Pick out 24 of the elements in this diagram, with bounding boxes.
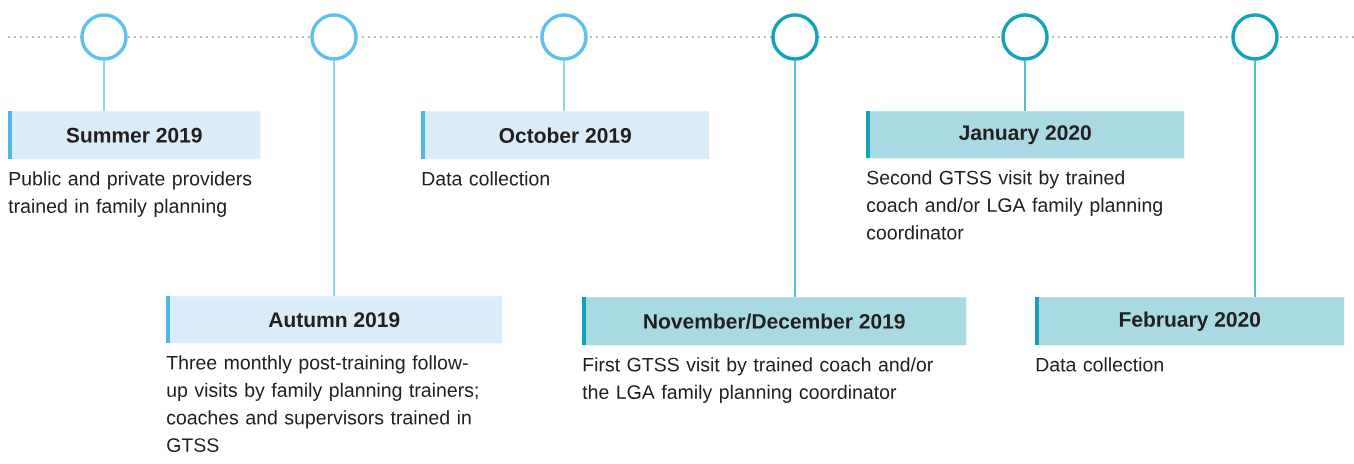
- date-box: November/December 2019: [582, 297, 967, 346]
- date-box: January 2020: [866, 111, 1185, 159]
- description-text: Second GTSS visit by trained coach and/or LGA family planning coordinator: [867, 170, 1162, 240]
- date-box: October 2019: [421, 111, 710, 160]
- date-box: Autumn 2019: [166, 296, 503, 344]
- description-text: First GTSS visit by trained coach and/or the LGA family planning coordinator: [582, 357, 933, 403]
- description-text: Three monthly post-training follow-up visits by family planning trainers; coaches and supervisors trained in GTSS: [166, 355, 478, 452]
- connector-line: [1024, 60, 1026, 112]
- description-text: Data collection: [1036, 357, 1163, 372]
- connector-line: [563, 60, 565, 112]
- timeline-circle: [1231, 13, 1279, 61]
- timeline-circle: [310, 13, 358, 61]
- timeline-circle: [80, 13, 128, 61]
- description-text: Public and private providers trained in family planning: [8, 171, 252, 217]
- description-text: Data collection: [422, 171, 549, 186]
- timeline-circle: [1001, 13, 1049, 61]
- connector-line: [1254, 60, 1256, 298]
- connector-line: [333, 60, 335, 297]
- date-box: Summer 2019: [8, 111, 261, 160]
- timeline-circle: [540, 13, 588, 61]
- connector-line: [103, 60, 105, 112]
- timeline-circle: [771, 13, 819, 61]
- connector-line: [794, 60, 796, 298]
- date-box: February 2020: [1035, 297, 1345, 346]
